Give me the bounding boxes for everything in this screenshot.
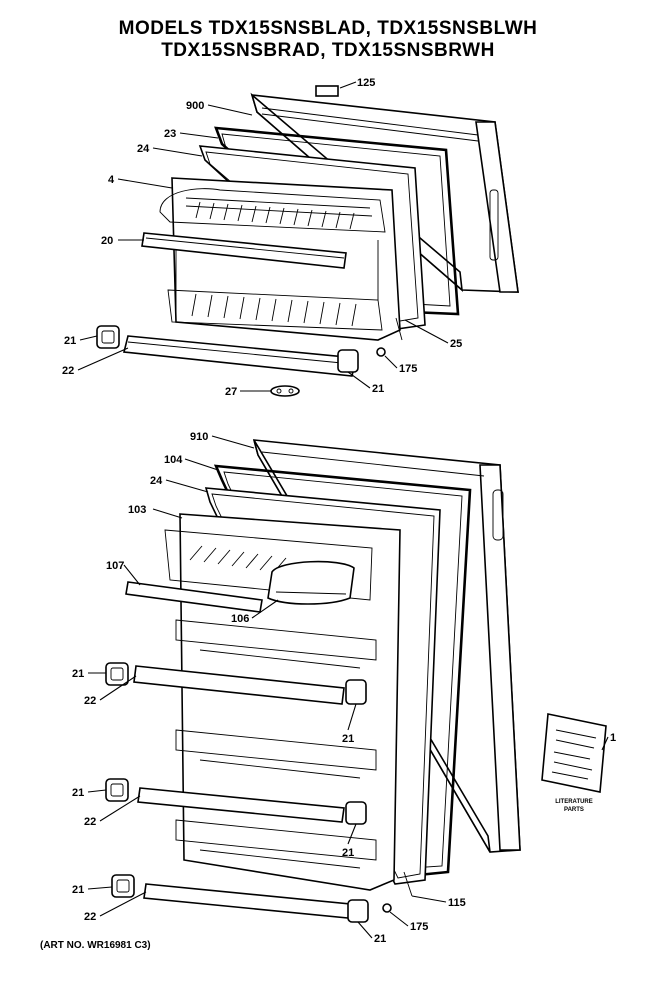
callout-27: 27 bbox=[225, 386, 237, 398]
part-125-nameplate bbox=[315, 85, 339, 97]
callout-103: 103 bbox=[128, 504, 146, 516]
callout-24: 24 bbox=[137, 143, 150, 155]
callout-104: 104 bbox=[164, 454, 183, 466]
part-21-end-cap-right bbox=[337, 349, 359, 373]
callout-21: 21 bbox=[374, 933, 386, 945]
fresh-food-door-assembly bbox=[105, 439, 521, 923]
leader-lines bbox=[77, 81, 609, 939]
part-115-pin bbox=[403, 871, 413, 897]
part-21-end-cap-left-3 bbox=[111, 874, 135, 898]
diagram-title-line-2: TDX15SNSBRAD, TDX15SNSBRWH bbox=[161, 40, 495, 61]
part-22-shelf-bar-3 bbox=[143, 883, 351, 919]
literature-label-line-1: LITERATURE bbox=[555, 799, 593, 805]
part-21-end-cap-left-1 bbox=[105, 662, 129, 686]
part-104-fresh-food-gasket bbox=[213, 464, 472, 878]
callout-23: 23 bbox=[164, 128, 176, 140]
callout-22: 22 bbox=[84, 911, 96, 923]
freezer-door-assembly bbox=[96, 85, 519, 397]
callout-22: 22 bbox=[62, 365, 74, 377]
callout-20: 20 bbox=[101, 235, 113, 247]
part-23-freezer-gasket bbox=[214, 126, 460, 316]
part-175-screw-lower bbox=[382, 903, 392, 913]
part-20-freezer-shelf-bar bbox=[141, 232, 347, 269]
callout-22: 22 bbox=[84, 695, 96, 707]
part-27-cam bbox=[270, 385, 300, 397]
part-21-end-cap-left bbox=[96, 325, 120, 349]
callout-21: 21 bbox=[64, 335, 76, 347]
callout-175: 175 bbox=[410, 921, 428, 933]
callout-24: 24 bbox=[150, 475, 163, 487]
callout-125: 125 bbox=[357, 77, 375, 89]
part-22-freezer-door-bar bbox=[123, 335, 357, 377]
callout-21: 21 bbox=[72, 787, 84, 799]
callout-107: 107 bbox=[106, 560, 124, 572]
diagram-title-line-1: MODELS TDX15SNSBLAD, TDX15SNSBLWH bbox=[118, 18, 538, 39]
callout-900: 900 bbox=[186, 100, 204, 112]
part-175-screw bbox=[376, 347, 386, 357]
callout-115: 115 bbox=[448, 897, 466, 909]
part-1-literature: LITERATURE PARTS bbox=[541, 713, 607, 813]
part-21-end-cap-right-3 bbox=[347, 899, 369, 923]
callout-22: 22 bbox=[84, 816, 96, 828]
callout-21: 21 bbox=[372, 383, 384, 395]
part-21-end-cap-right-1 bbox=[345, 679, 367, 705]
art-number: (ART NO. WR16981 C3) bbox=[40, 940, 151, 951]
callout-25: 25 bbox=[450, 338, 462, 350]
callout-175: 175 bbox=[399, 363, 417, 375]
part-21-end-cap-right-2 bbox=[345, 801, 367, 825]
callout-21: 21 bbox=[342, 733, 354, 745]
callout-21: 21 bbox=[342, 847, 354, 859]
callout-labels: 125 900 23 24 4 20 25 21 22 175 21 27 91… bbox=[62, 77, 616, 945]
callout-106: 106 bbox=[231, 613, 249, 625]
callout-21: 21 bbox=[72, 668, 84, 680]
part-21-end-cap-left-2 bbox=[105, 778, 129, 802]
callout-1: 1 bbox=[610, 732, 616, 744]
callout-910: 910 bbox=[190, 431, 208, 443]
callout-4: 4 bbox=[108, 174, 115, 186]
part-25-pin bbox=[395, 317, 403, 341]
literature-label-line-2: PARTS bbox=[564, 807, 584, 813]
part-106-dairy-door bbox=[267, 560, 355, 605]
callout-21: 21 bbox=[72, 884, 84, 896]
